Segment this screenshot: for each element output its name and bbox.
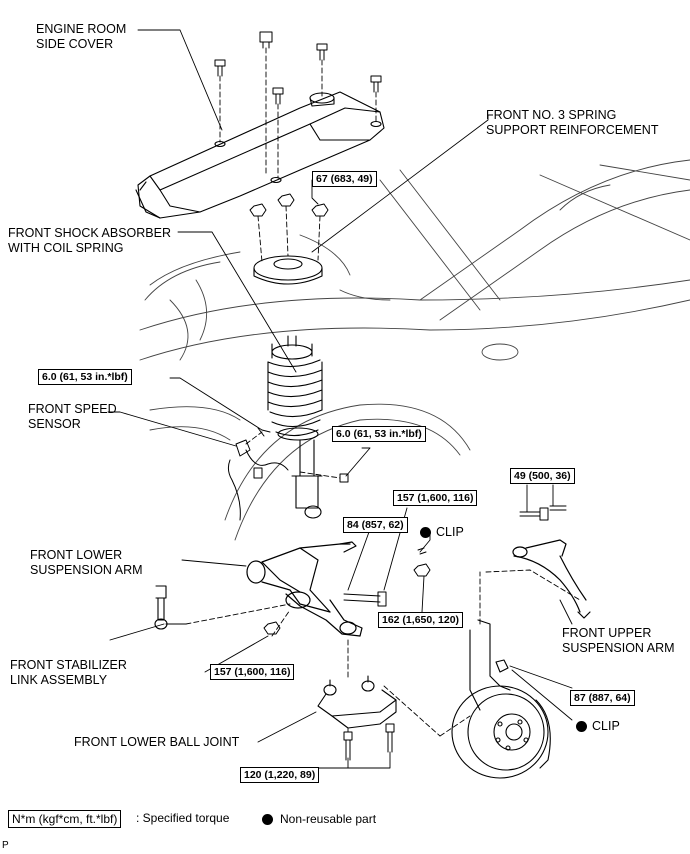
label-line: FRONT NO. 3 SPRING [486,108,617,122]
torque-157-top: 157 (1,600, 116) [393,490,478,506]
label-speed-sensor: FRONT SPEED SENSOR [28,402,117,432]
label-line: SENSOR [28,417,81,431]
legend-unit-text: : Specified torque [136,811,230,825]
legend-non-reusable: Non-reusable part [280,812,377,826]
label-line: FRONT SHOCK ABSORBER [8,226,171,240]
label-line: WITH COIL SPRING [8,241,124,255]
ball-joint-guides [347,639,441,737]
leader-lines [107,29,573,769]
sensor-bolt-guide [245,431,341,479]
label-spring-support-reinforcement: FRONT NO. 3 SPRING SUPPORT REINFORCEMENT [486,108,658,138]
torque-120: 120 (1,220, 89) [240,767,320,783]
label-lower-suspension-arm: FRONT LOWER SUSPENSION ARM [30,548,143,578]
label-line: SUSPENSION ARM [562,641,675,655]
upper-arm-bolts [519,505,567,521]
label-line: FRONT UPPER [562,626,652,640]
label-clip-top: CLIP [436,525,464,539]
torque-67: 67 (683, 49) [312,171,377,187]
label-upper-suspension-arm: FRONT UPPER SUSPENSION ARM [562,626,675,656]
upper-suspension-arm [512,539,591,619]
shock-absorber [267,335,323,519]
torque-162: 162 (1,650, 120) [378,612,464,628]
nut-guides [257,205,321,263]
cover-bolt-guides [219,47,377,179]
label-line: SIDE COVER [36,37,114,51]
lower-suspension-arm [246,541,363,637]
knuckle-guide [439,715,471,737]
speed-sensor [227,427,289,521]
brake-disc [451,685,551,779]
lower-arm-nut [413,547,431,577]
ball-joint-bolts [343,723,395,761]
figure-marker: P [2,840,9,851]
non-reusable-icon [420,527,431,538]
torque-84: 84 (857, 62) [343,517,408,533]
torque-87: 87 (887, 64) [570,690,635,706]
label-engine-room-side-cover: ENGINE ROOM SIDE COVER [36,22,126,52]
label-line: FRONT LOWER [30,548,123,562]
lower-ball-joint [317,675,397,729]
spring-support-reinforcement [253,255,323,285]
steering-knuckle [469,619,511,711]
torque-6-bracket: 6.0 (61, 53 in.*lbf) [332,426,426,442]
upper-arm-guides [479,569,581,625]
cover-bolts [214,31,382,105]
engine-room-side-cover [135,91,385,219]
lower-arm-bolt [343,591,387,607]
label-line: ENGINE ROOM [36,22,127,36]
label-stabilizer-link: FRONT STABILIZER LINK ASSEMBLY [10,658,127,688]
torque-49: 49 (500, 36) [510,468,575,484]
non-reusable-icon [576,721,587,732]
legend-unit-box: N*m (kgf*cm, ft.*lbf) [8,810,122,828]
label-clip-bottom: CLIP [592,719,620,733]
car-body-outline [139,159,690,541]
label-line: LINK ASSEMBLY [10,673,108,687]
label-line: FRONT STABILIZER [10,658,127,672]
label-shock-absorber: FRONT SHOCK ABSORBER WITH COIL SPRING [8,226,171,256]
torque-6-sensor: 6.0 (61, 53 in.*lbf) [38,369,132,385]
torque-157-bottom: 157 (1,600, 116) [210,664,295,680]
sensor-bracket-bolt [339,473,349,483]
stabilizer-link [154,585,187,630]
upper-mount-nuts [249,193,329,217]
label-lower-ball-joint: FRONT LOWER BALL JOINT [74,735,240,749]
legend-dot-icon [262,814,273,825]
nut-157-bottom [263,621,281,635]
label-line: SUSPENSION ARM [30,563,143,577]
stabilizer-guide [185,603,291,637]
label-line: SUPPORT REINFORCEMENT [486,123,659,137]
label-line: FRONT SPEED [28,402,117,416]
